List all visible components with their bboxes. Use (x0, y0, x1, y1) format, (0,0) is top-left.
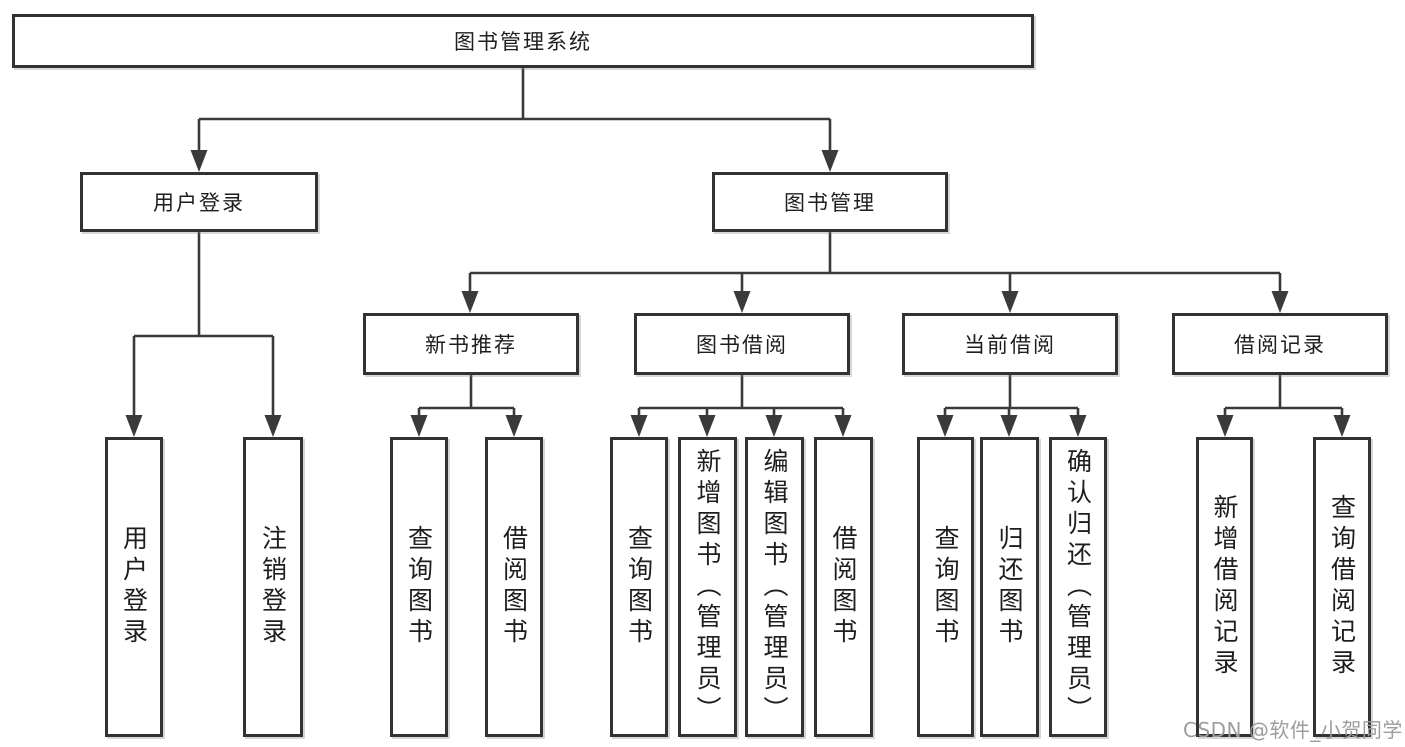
node-borrow-records-label: 借阅记录 (1234, 333, 1326, 357)
node-book-management: 图书管理 (712, 172, 948, 232)
node-book-borrow: 图书借阅 (634, 313, 850, 375)
node-borrow-records: 借阅记录 (1172, 313, 1388, 375)
leaf-user-login: 用户登录 (105, 437, 163, 737)
node-user-login: 用户登录 (80, 172, 318, 232)
node-root: 图书管理系统 (12, 14, 1034, 68)
leaf-current-return-books-label: 归还图书 (995, 525, 1024, 649)
node-current-borrow-label: 当前借阅 (964, 333, 1056, 357)
leaf-current-confirm-return-admin-label: 确认归还（管理员） (1063, 447, 1093, 727)
leaf-newbook-query-books-label: 查询图书 (404, 525, 434, 649)
leaf-borrow-edit-books-admin: 编辑图书（管理员） (745, 437, 804, 737)
node-new-book-recommend-label: 新书推荐 (425, 333, 517, 357)
leaf-logout-login-label: 注销登录 (258, 525, 288, 649)
node-book-management-label: 图书管理 (784, 191, 876, 215)
leaf-logout-login: 注销登录 (243, 437, 303, 737)
leaf-current-query-books-label: 查询图书 (931, 525, 960, 649)
node-user-login-label: 用户登录 (153, 191, 245, 215)
leaf-borrow-edit-books-admin-label: 编辑图书（管理员） (760, 447, 789, 727)
node-book-borrow-label: 图书借阅 (696, 333, 788, 357)
leaf-current-query-books: 查询图书 (917, 437, 974, 737)
leaf-newbook-borrow-books-label: 借阅图书 (499, 525, 529, 649)
leaf-records-query-record-label: 查询借阅记录 (1327, 494, 1357, 680)
leaf-newbook-borrow-books: 借阅图书 (485, 437, 543, 737)
node-new-book-recommend: 新书推荐 (363, 313, 579, 375)
leaf-records-add-record-label: 新增借阅记录 (1210, 494, 1239, 680)
node-current-borrow: 当前借阅 (902, 313, 1118, 375)
leaf-records-add-record: 新增借阅记录 (1196, 437, 1253, 737)
leaf-borrow-query-books-label: 查询图书 (624, 525, 654, 649)
leaf-borrow-borrow-books-label: 借阅图书 (829, 525, 858, 649)
leaf-borrow-add-books-admin: 新增图书（管理员） (678, 437, 737, 737)
leaf-borrow-borrow-books: 借阅图书 (814, 437, 873, 737)
leaf-borrow-query-books: 查询图书 (610, 437, 668, 737)
watermark: CSDN @软件_小贺同学 (1183, 718, 1403, 742)
leaf-records-query-record: 查询借阅记录 (1313, 437, 1371, 737)
leaf-current-return-books: 归还图书 (980, 437, 1039, 737)
leaf-borrow-add-books-admin-label: 新增图书（管理员） (693, 447, 722, 727)
node-root-label: 图书管理系统 (454, 30, 592, 54)
leaf-current-confirm-return-admin: 确认归还（管理员） (1049, 437, 1107, 737)
leaf-newbook-query-books: 查询图书 (390, 437, 448, 737)
leaf-user-login-label: 用户登录 (119, 525, 149, 649)
